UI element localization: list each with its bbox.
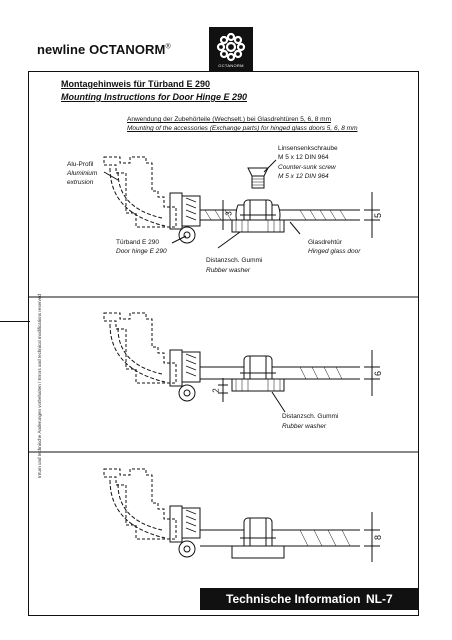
hinge-drawing-5mm xyxy=(103,156,380,249)
label-alu-en: Aluminium xyxy=(67,170,98,177)
dim-8mm: 8 xyxy=(373,534,384,541)
dim-gap-2: 2 xyxy=(211,388,221,393)
label-alu-de: Alu-Profil xyxy=(67,161,94,168)
label-screw-de: Linsensenkschraube xyxy=(278,145,338,152)
title-en: Mounting Instructions for Door Hinge E 2… xyxy=(61,92,248,102)
label-hinge-de: Türband E 290 xyxy=(116,239,160,246)
subtitle-de: Anwendung der Zubehörteile (Wechselt.) b… xyxy=(127,116,332,123)
dim-5mm: 5 xyxy=(373,212,384,219)
subtitle-en: Mounting of the accessories (Exchange pa… xyxy=(127,125,358,132)
label-door-de: Glasdrehtür xyxy=(308,239,342,246)
label-screw-en: Counter-sunk screw xyxy=(278,164,336,171)
label-screw-de-spec: M 5 x 12 DIN 964 xyxy=(278,154,329,161)
label-hinge-en: Door hinge E 290 xyxy=(116,248,167,255)
margin-mark xyxy=(0,321,30,322)
label-screw-en-spec: M 5 x 12 DIN 964 xyxy=(278,173,329,180)
footer-label: Technische Information xyxy=(226,592,361,606)
footer-banner: Technische Information xyxy=(200,588,419,610)
title-de: Montagehinweis für Türband E 290 xyxy=(61,79,211,89)
octanorm-logo: OCTANORM xyxy=(209,27,253,71)
label-door-en: Hinged glass door xyxy=(308,248,361,255)
hinge-drawing-6mm xyxy=(103,312,380,413)
page-number: NL-7 xyxy=(366,592,393,606)
content-frame xyxy=(28,71,419,616)
logo-wordmark: OCTANORM xyxy=(218,63,244,68)
label-washer2-en: Rubber washer xyxy=(282,423,327,430)
brand-name: newline OCTANORM® xyxy=(37,42,171,57)
dim-gap-3: 3 xyxy=(224,211,234,216)
label-washer-de: Distanzsch. Gummi xyxy=(206,257,263,264)
label-washer2-de: Distanzsch. Gummi xyxy=(282,413,339,420)
label-washer-en: Rubber washer xyxy=(206,267,251,274)
dim-6mm: 6 xyxy=(373,370,384,377)
hinge-drawing-8mm xyxy=(103,468,380,562)
label-alu-en-2: extrusion xyxy=(67,179,94,186)
